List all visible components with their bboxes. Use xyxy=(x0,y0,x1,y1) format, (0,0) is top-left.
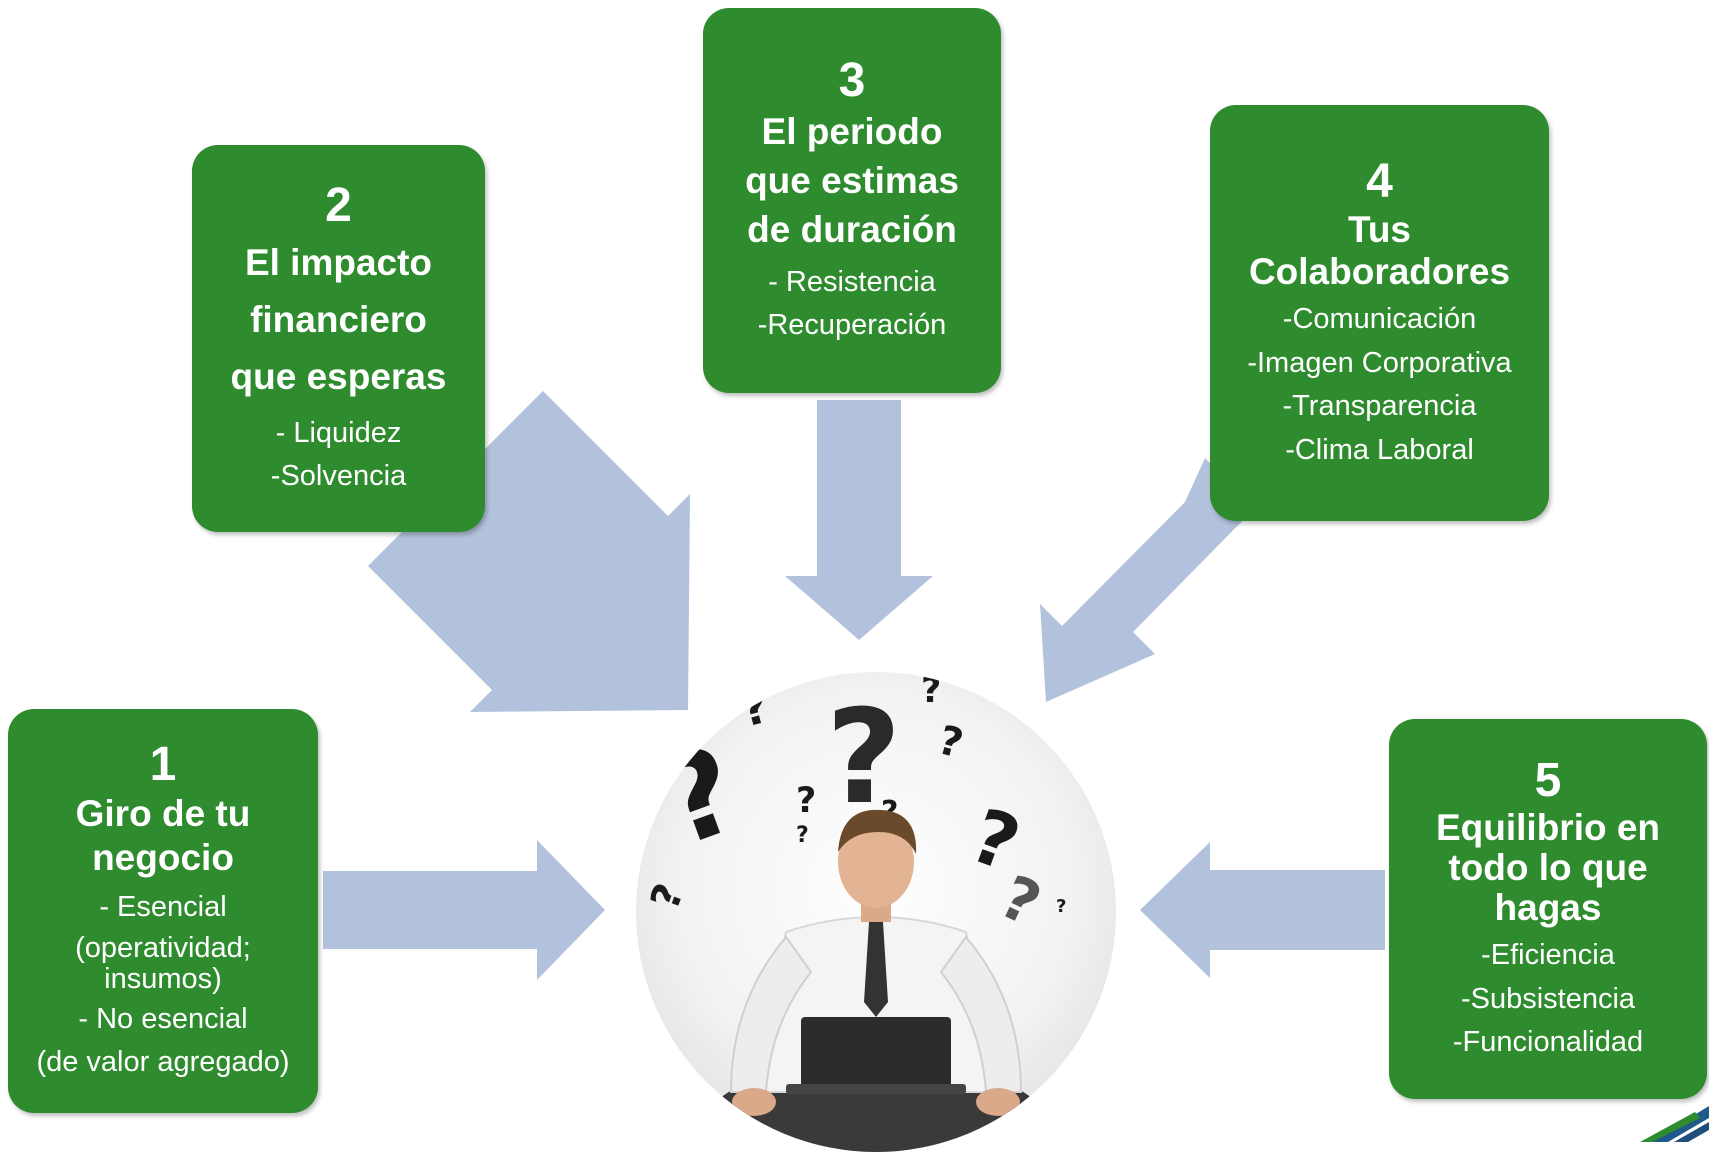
thinking-man-question-marks-icon: ? ? ? ? ? ? ? ? ? ? ? ? xyxy=(642,672,1066,1152)
factor-item: - Esencial xyxy=(99,890,227,923)
factor-title: El periodo que estimas de duración xyxy=(745,111,959,250)
factor-item: -Funcionalidad xyxy=(1452,1026,1644,1059)
factor-number: 3 xyxy=(838,54,866,108)
svg-text:?: ? xyxy=(735,680,774,738)
arrow-from-factor-3 xyxy=(785,400,933,640)
factor-item: (de valor agregado) xyxy=(36,1046,290,1079)
svg-text:?: ? xyxy=(933,717,967,767)
logo-icon xyxy=(1640,1106,1709,1142)
factor-box-4: 4 Tus Colaboradores -Comunicación -Image… xyxy=(1210,105,1549,521)
factor-item: - No esencial xyxy=(78,1002,248,1035)
factor-number: 4 xyxy=(1366,154,1393,208)
factor-title: Tus Colaboradores xyxy=(1248,209,1511,292)
arrow-from-factor-4 xyxy=(1040,458,1255,702)
factor-item: - Resistencia xyxy=(768,265,936,298)
factor-item: -Clima Laboral xyxy=(1285,433,1474,466)
factor-title: Giro de tu negocio xyxy=(75,793,251,878)
arrow-from-factor-2 xyxy=(368,391,690,712)
svg-text:?: ? xyxy=(1056,896,1066,917)
factor-item: -Imagen Corporativa xyxy=(1247,346,1512,379)
man-figure xyxy=(706,809,1046,1152)
arrow-from-factor-1 xyxy=(323,840,605,980)
factor-item: (operatividad; insumos) xyxy=(75,932,251,995)
factor-number: 1 xyxy=(149,738,177,792)
factor-box-1: 1 Giro de tu negocio - Esencial (operati… xyxy=(8,709,318,1113)
svg-text:?: ? xyxy=(826,681,901,833)
factor-item: -Transparencia xyxy=(1282,390,1477,423)
factor-number: 5 xyxy=(1534,754,1562,808)
question-marks: ? ? ? ? ? ? ? ? ? ? ? ? xyxy=(642,672,1066,940)
factor-box-3: 3 El periodo que estimas de duración - R… xyxy=(703,8,1001,393)
svg-text:?: ? xyxy=(796,823,809,848)
factor-item: - Liquidez xyxy=(275,416,402,449)
factor-item: -Recuperación xyxy=(757,309,947,342)
thinking-man-image: ? ? ? ? ? ? ? ? ? ? ? ? xyxy=(636,672,1116,1152)
factor-title: Equilibrio en todo lo que hagas xyxy=(1435,807,1661,929)
factor-title: El impacto financiero que esperas xyxy=(230,241,447,398)
arrow-from-factor-5 xyxy=(1140,842,1385,978)
svg-text:?: ? xyxy=(643,720,756,874)
factor-item: -Comunicación xyxy=(1282,303,1477,336)
factor-item: -Solvencia xyxy=(270,460,407,493)
svg-text:?: ? xyxy=(642,878,693,916)
factor-box-5: 5 Equilibrio en todo lo que hagas -Efici… xyxy=(1389,719,1707,1099)
svg-text:?: ? xyxy=(921,672,941,711)
svg-text:?: ? xyxy=(796,781,816,821)
factor-number: 2 xyxy=(325,179,352,233)
factor-item: -Subsistencia xyxy=(1460,982,1636,1015)
factor-box-2: 2 El impacto financiero que esperas - Li… xyxy=(192,145,485,532)
factor-item: -Eficiencia xyxy=(1481,939,1615,972)
